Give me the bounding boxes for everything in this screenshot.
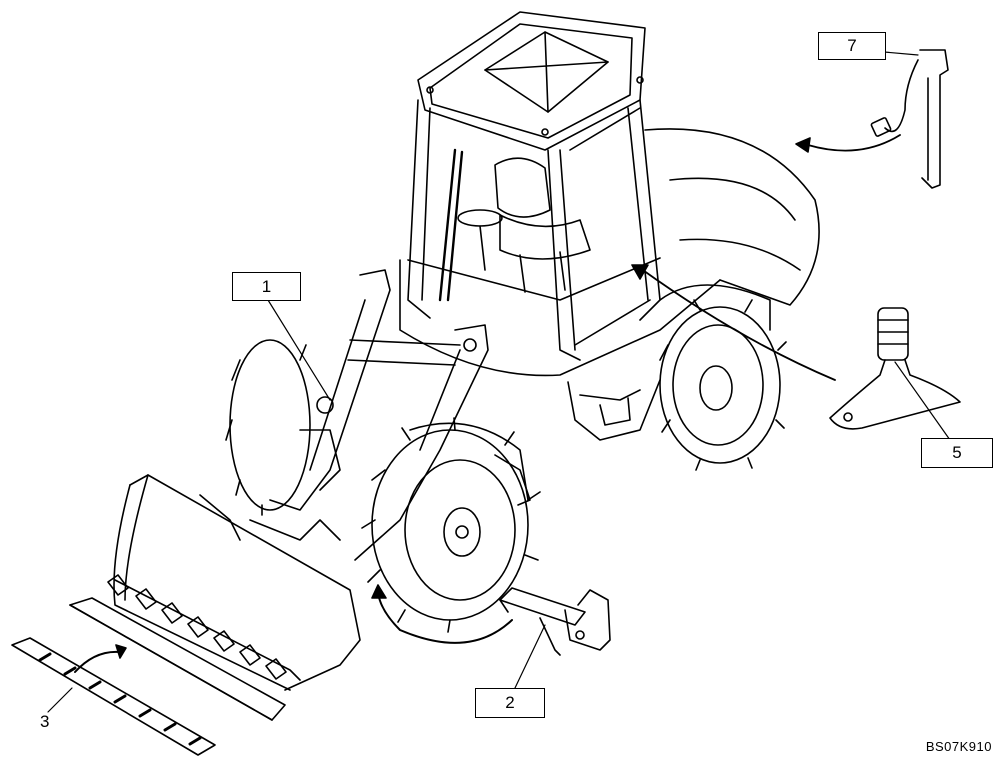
callout-1-number: 1 [261, 276, 272, 296]
operator-seat [457, 157, 591, 293]
bucket [107, 474, 361, 691]
switch-harness [870, 49, 949, 189]
callout-5-number: 5 [952, 443, 962, 462]
direction-arrows [74, 134, 901, 673]
callout-3: 3 [40, 712, 49, 732]
beacon-lamp [829, 307, 961, 430]
callout-5: 5 [921, 438, 993, 468]
callout-7: 7 [818, 32, 886, 60]
front-wheel-right [361, 417, 541, 633]
callout-7-number: 7 [847, 36, 857, 55]
callout-2-number: 2 [505, 693, 515, 712]
front-wheel-left [225, 339, 311, 516]
rear-wheel [659, 284, 787, 471]
drawing-code: BS07K910 [925, 739, 992, 754]
cutting-edge [69, 597, 286, 721]
cab-frame [407, 99, 661, 361]
engine-hood [644, 128, 820, 306]
callout-3-number: 3 [40, 712, 50, 731]
bracket-part [499, 587, 611, 656]
cab-roof [417, 11, 646, 151]
hatched-strip [11, 637, 216, 756]
callout-2: 2 [475, 688, 545, 718]
chassis [399, 259, 721, 441]
loader-arms [269, 269, 489, 561]
callout-1: 1 [232, 272, 301, 301]
leader-lines [47, 51, 951, 713]
